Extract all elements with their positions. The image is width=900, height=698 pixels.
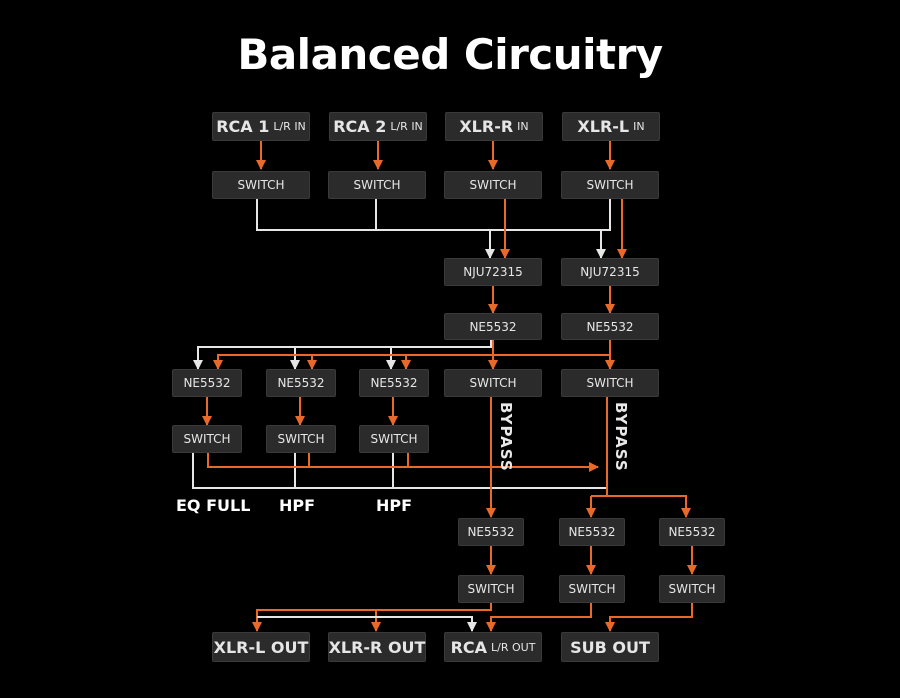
switch-bypass-2: SWITCH [561,369,659,397]
wire-dist-white [193,340,492,370]
volume-chip-2: NJU72315 [561,258,659,286]
diagram-title: Balanced Circuitry [237,30,663,79]
switch-eq-full: SWITCH [172,425,242,453]
volume-chip-1: NJU72315 [444,258,542,286]
wire-dist-orange [213,340,611,370]
switch-out-1: SWITCH [458,575,524,603]
output-xlr-r: XLR-R OUT [328,632,426,662]
input-rca2-main: RCA 2 [333,117,387,136]
wire-osw2-rca [486,603,592,632]
output-xlr-l-main: XLR-L OUT [213,637,309,657]
output-xlr-r-main: XLR-R OUT [328,637,426,657]
input-xlr-l-sub: IN [633,120,645,133]
switch-hpf-1: SWITCH [266,425,336,453]
wire-bypass2 [606,397,691,518]
input-xlr-l-main: XLR-L [577,117,630,136]
output-sub-main: SUB OUT [570,637,650,657]
output-rca-main: RCA [450,637,488,657]
input-rca1-sub: L/R IN [273,120,306,133]
opamp-eq-full: NE5532 [172,369,242,397]
label-hpf-2: HPF [376,496,413,515]
wire-fsw1-down [192,453,607,489]
output-xlr-l: XLR-L OUT [212,632,310,662]
input-xlr-r-sub: IN [517,120,529,133]
input-rca1-main: RCA 1 [216,117,270,136]
switch-rca2: SWITCH [328,171,426,199]
bypass-label-2: BYPASS [612,402,630,472]
wire-osw3-sub [605,603,693,632]
opamp-out-1: NE5532 [458,518,524,546]
input-xlr-r-main: XLR-R [459,117,514,136]
opamp-main-2: NE5532 [561,313,659,340]
switch-out-2: SWITCH [559,575,625,603]
opamp-hpf-1: NE5532 [266,369,336,397]
output-rca-sub: L/R OUT [491,640,536,654]
switch-bypass-1: SWITCH [444,369,542,397]
input-rca2-sub: L/R IN [390,120,423,133]
switch-hpf-2: SWITCH [359,425,429,453]
bypass-label-1: BYPASS [497,402,515,472]
output-sub: SUB OUT [561,632,659,662]
opamp-main-1: NE5532 [444,313,542,340]
opamp-out-2: NE5532 [559,518,625,546]
opamp-out-3: NE5532 [659,518,725,546]
wire-rca-bus [256,199,611,231]
wire-osw1-xlrl [252,603,492,632]
label-hpf-1: HPF [279,496,316,515]
wire-fsw-orange [207,453,599,472]
label-eq-full: EQ FULL [176,496,251,515]
switch-rca1: SWITCH [212,171,310,199]
switch-xlr-l: SWITCH [561,171,659,199]
wire-white-rca [257,616,477,632]
opamp-hpf-2: NE5532 [359,369,429,397]
switch-out-3: SWITCH [659,575,725,603]
switch-xlr-r: SWITCH [444,171,542,199]
